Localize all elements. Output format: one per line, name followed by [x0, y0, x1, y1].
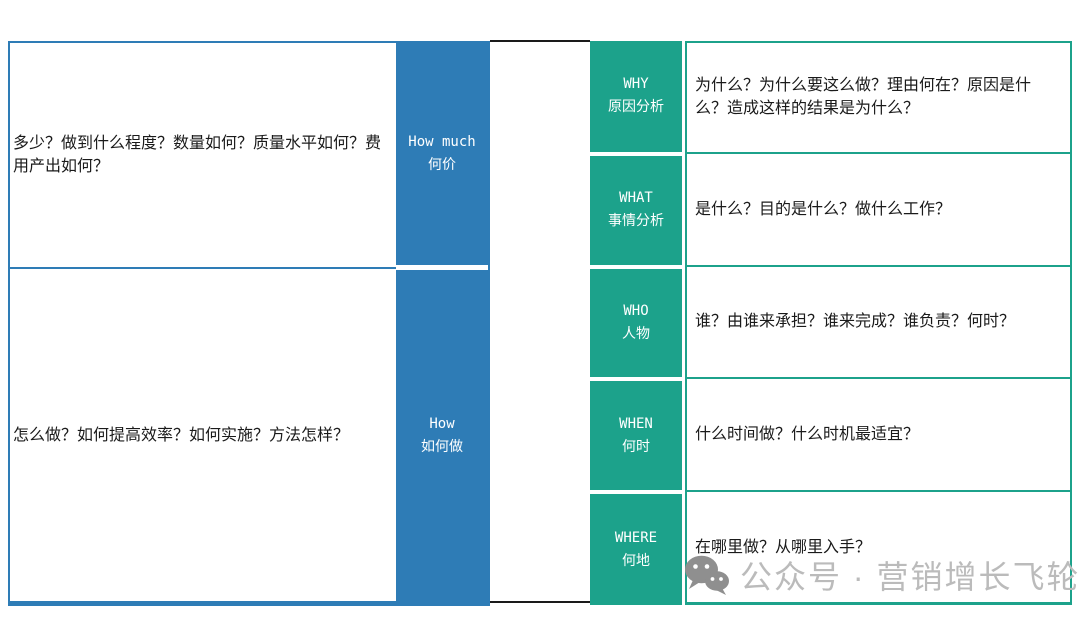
how-question-text: 怎么做？如何提高效率？如何实施？方法怎样？: [10, 269, 396, 601]
where-question-label: 在哪里做？从哪里入手？: [695, 538, 872, 556]
who-header-en: WHO: [623, 302, 649, 319]
right-table: WHY 原因分析 为什么？为什么要这么做？理由何在？原因是什么？造成这样的结果是…: [590, 41, 1072, 605]
how-much-question-label: 多少？做到什么程度？数量如何？质量水平如何？费用产出如何？: [13, 135, 382, 175]
gap-top-line: [490, 40, 590, 42]
left-table: 多少？做到什么程度？数量如何？质量水平如何？费用产出如何？ How much 何…: [8, 41, 490, 606]
why-header-cell: WHY 原因分析: [590, 41, 682, 152]
what-question-text: 是什么？目的是什么？做什么工作？: [685, 153, 1072, 267]
how-header-en: How: [429, 415, 455, 432]
when-header-zh: 何时: [622, 438, 650, 455]
where-header-zh: 何地: [622, 552, 650, 569]
table-row-who: WHO 人物 谁？由谁来承担？谁来完成？谁负责？何时？: [590, 266, 1072, 380]
why-question-text: 为什么？为什么要这么做？理由何在？原因是什么？造成这样的结果是为什么？: [685, 41, 1072, 154]
table-row-when: WHEN 何时 什么时间做？什么时机最适宜？: [590, 379, 1072, 493]
where-header-en: WHERE: [614, 529, 658, 546]
who-question-label: 谁？由谁来承担？谁来完成？谁负责？何时？: [695, 313, 1016, 331]
why-header-zh: 原因分析: [608, 99, 664, 116]
when-question-text: 什么时间做？什么时机最适宜？: [685, 379, 1072, 493]
who-header-cell: WHO 人物: [590, 268, 682, 378]
gap-bottom-line: [490, 601, 590, 603]
what-header-en: WHAT: [619, 190, 653, 207]
why-header-en: WHY: [623, 76, 649, 93]
when-question-label: 什么时间做？什么时机最适宜？: [695, 426, 920, 444]
where-question-text: 在哪里做？从哪里入手？: [685, 492, 1072, 605]
when-header-cell: WHEN 何时: [590, 381, 682, 491]
how-much-question-text: 多少？做到什么程度？数量如何？质量水平如何？费用产出如何？: [10, 43, 396, 269]
when-header-en: WHEN: [619, 415, 653, 432]
how-much-header-en: How much: [408, 134, 476, 150]
how-header-cell: How 如何做: [396, 270, 488, 601]
how-question-label: 怎么做？如何提高效率？如何实施？方法怎样？: [13, 426, 350, 444]
table-row-how: 怎么做？如何提高效率？如何实施？方法怎样？ How 如何做: [10, 269, 488, 601]
table-row-where: WHERE 何地 在哪里做？从哪里入手？: [590, 492, 1072, 605]
table-row-what: WHAT 事情分析 是什么？目的是什么？做什么工作？: [590, 153, 1072, 267]
how-much-header-zh: 何价: [428, 157, 456, 173]
why-question-label: 为什么？为什么要这么做？理由何在？原因是什么？造成这样的结果是为什么？: [695, 77, 1032, 118]
how-header-zh: 如何做: [421, 438, 463, 455]
how-much-header-cell: How much 何价: [396, 43, 488, 265]
what-question-label: 是什么？目的是什么？做什么工作？: [695, 200, 952, 218]
who-question-text: 谁？由谁来承担？谁来完成？谁负责？何时？: [685, 266, 1072, 380]
table-row-why: WHY 原因分析 为什么？为什么要这么做？理由何在？原因是什么？造成这样的结果是…: [590, 41, 1072, 154]
who-header-zh: 人物: [622, 325, 650, 342]
where-header-cell: WHERE 何地: [590, 494, 682, 605]
what-header-cell: WHAT 事情分析: [590, 155, 682, 265]
what-header-zh: 事情分析: [608, 213, 664, 230]
table-row-how-much: 多少？做到什么程度？数量如何？质量水平如何？费用产出如何？ How much 何…: [10, 43, 488, 269]
